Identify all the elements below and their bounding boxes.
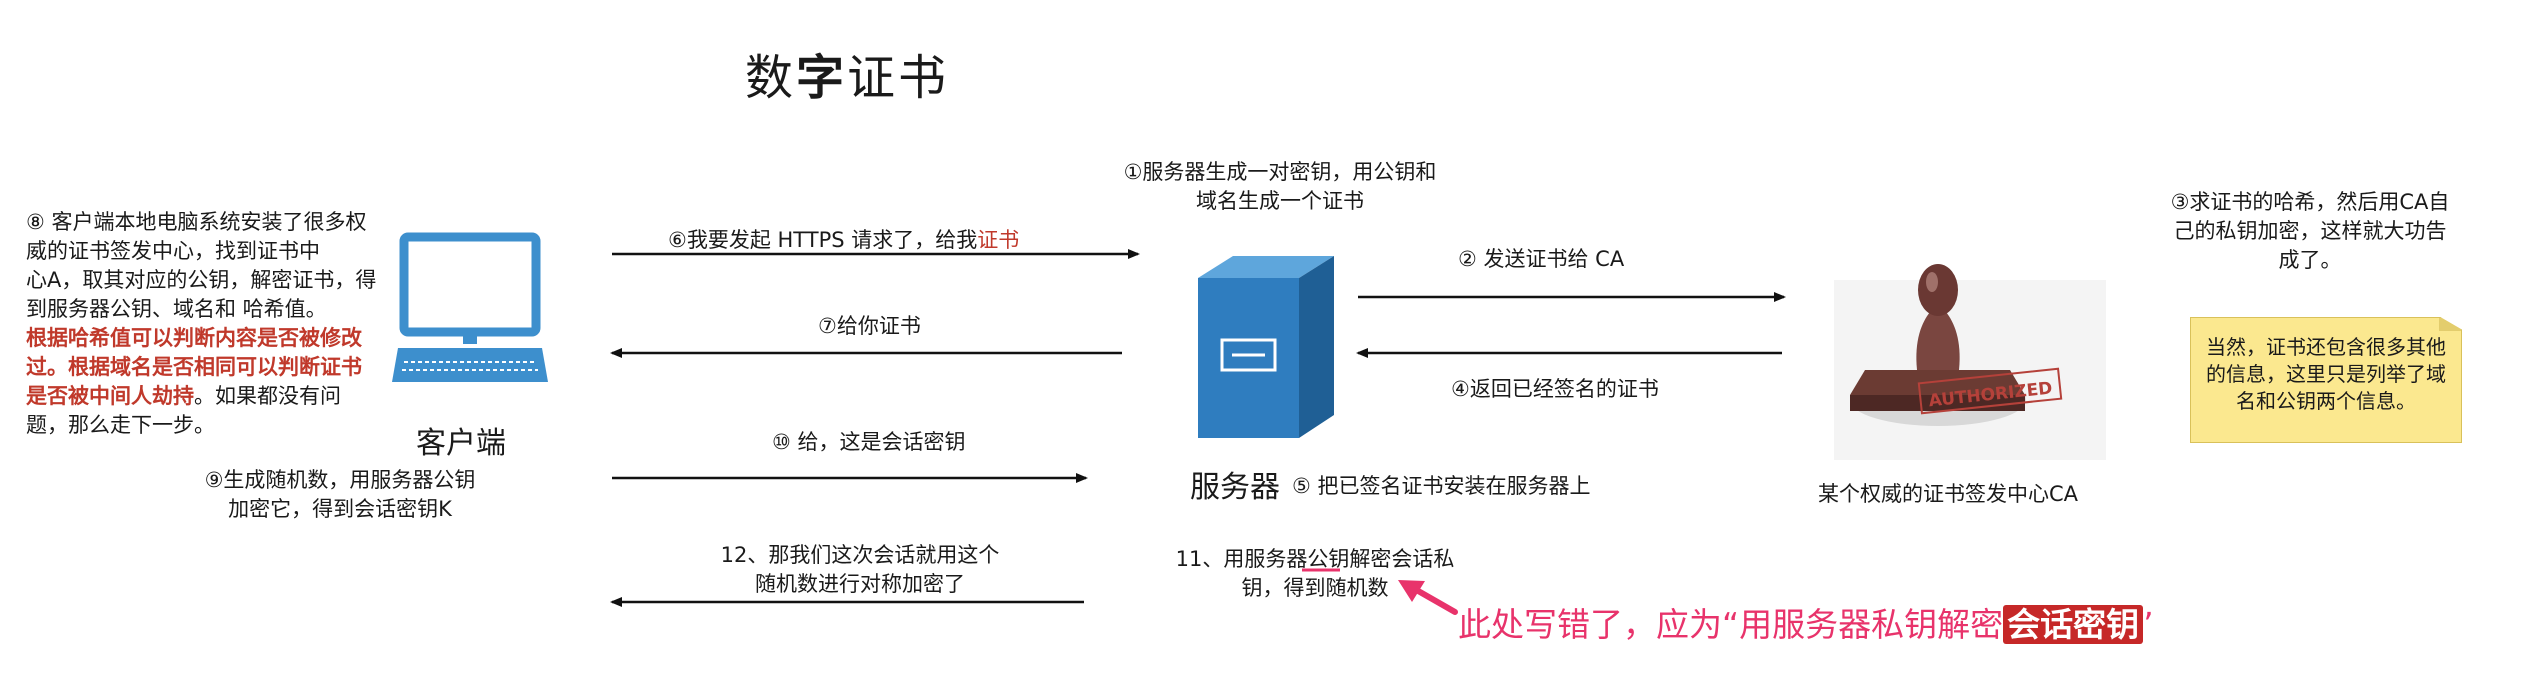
step2-text: ② 发送证书给 CA <box>1458 247 1625 271</box>
step4-text: ④返回已经签名的证书 <box>1451 377 1659 401</box>
correction-pointer-arrow <box>1398 580 1458 615</box>
correction-annotation: 此处写错了，应为“用服务器私钥解密会话密钥’ <box>1458 605 2154 644</box>
client-label: 客户端 <box>416 426 506 461</box>
step7-text: ⑦给你证书 <box>818 314 921 338</box>
server-tower-icon <box>1198 256 1334 438</box>
step6-text: ⑥我要发起 HTTPS 请求了，给我证书 <box>668 228 1020 252</box>
sticky-note: 当然，证书还包含很多其他的信息，这里只是列举了域名和公钥两个信息。 <box>2190 317 2462 443</box>
rubber-stamp-icon: AUTHORIZED <box>1834 264 2106 460</box>
step9-text: ⑨生成随机数，用服务器公钥加密它，得到会话密钥K <box>204 468 476 521</box>
server-label: 服务器 <box>1190 470 1280 505</box>
step11-text: 11、用服务器公钥解密会话私钥，得到随机数 <box>1175 547 1455 600</box>
step5-text: ⑤ 把已签名证书安装在服务器上 <box>1292 474 1591 498</box>
diagram-title: 数字证书 <box>745 50 950 106</box>
step8-text: ⑧ 客户端本地电脑系统安装了很多权 威的证书签发中心，找到证书中 心A，取其对应… <box>26 210 377 437</box>
step3-text: ③求证书的哈希，然后用CA自己的私钥加密，这样就大功告成了。 <box>2170 190 2450 272</box>
step1-text: ①服务器生成一对密钥，用公钥和域名生成一个证书 <box>1123 160 1437 213</box>
step10-text: ⑩ 给，这是会话密钥 <box>772 430 966 454</box>
laptop-icon <box>392 232 548 382</box>
ca-label: 某个权威的证书签发中心CA <box>1818 482 2079 506</box>
step12-text: 12、那我们这次会话就用这个随机数进行对称加密了 <box>720 543 1000 596</box>
